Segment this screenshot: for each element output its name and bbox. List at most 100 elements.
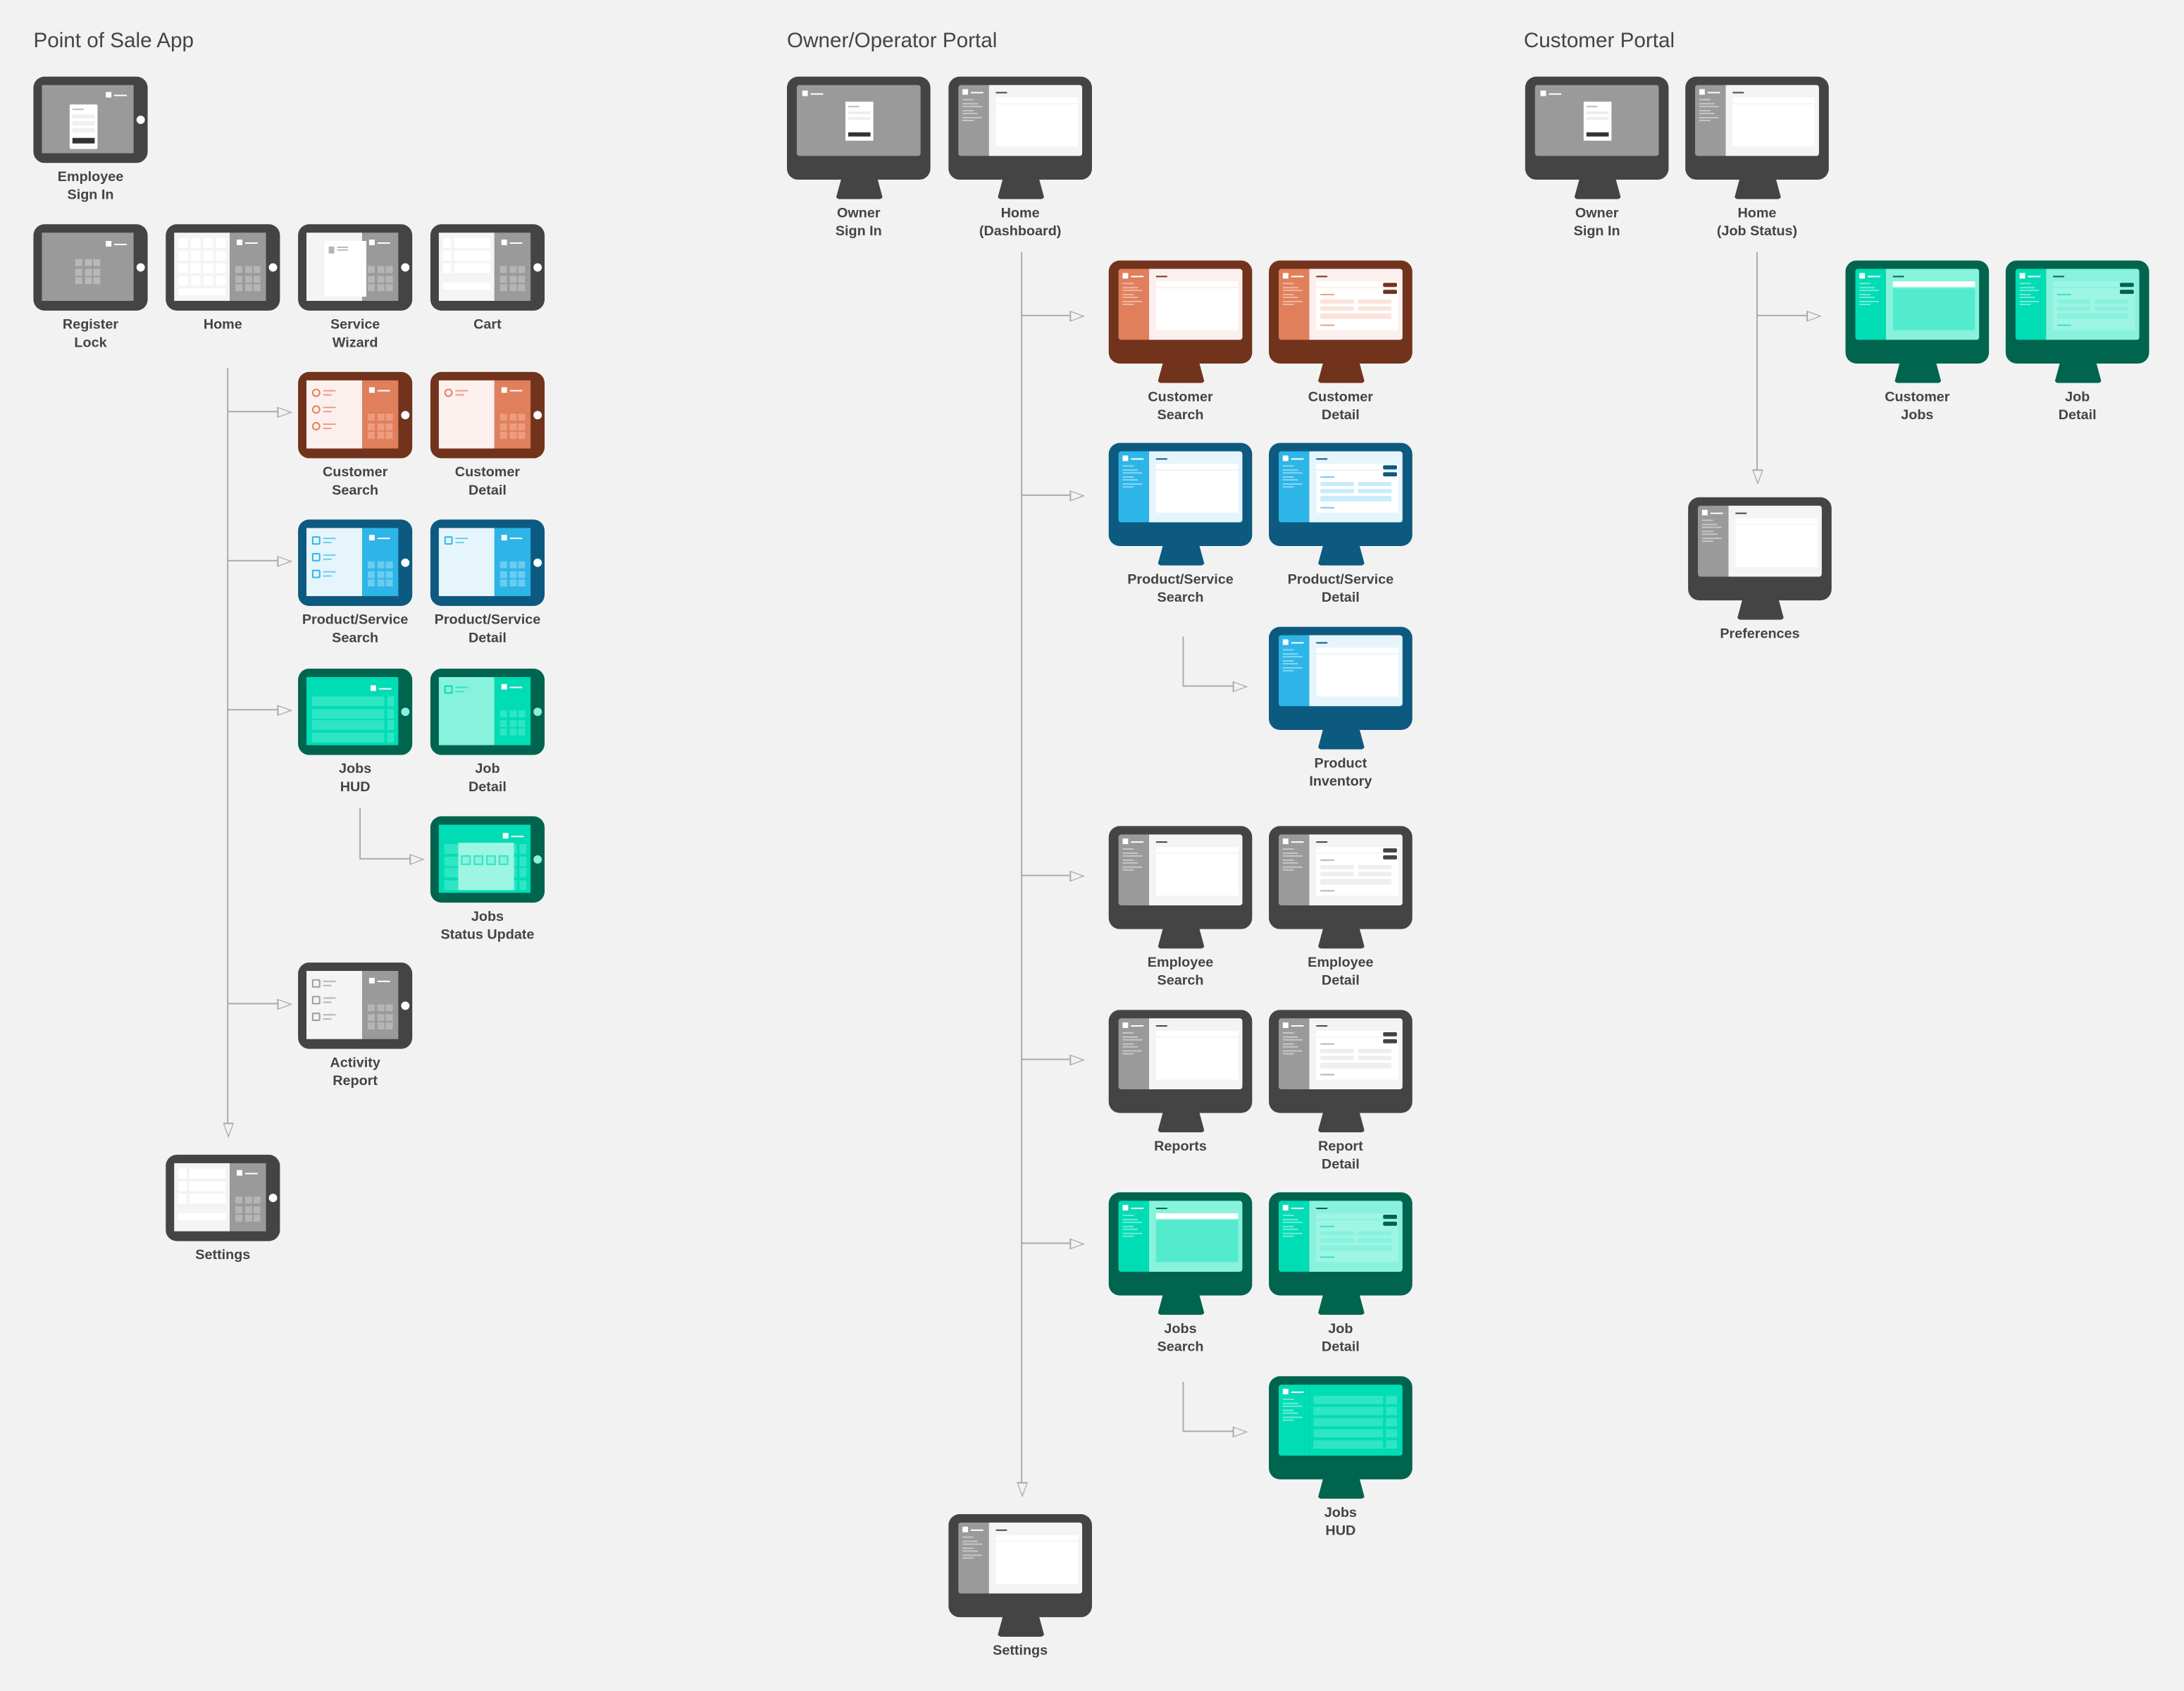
screen-block xyxy=(1320,495,1392,502)
screen-block xyxy=(1278,1201,1310,1272)
screen-block xyxy=(962,1540,978,1542)
screen-block xyxy=(1278,1018,1310,1090)
tablet-icon xyxy=(298,371,413,459)
screen-block xyxy=(1122,848,1134,850)
screen-block xyxy=(442,283,490,290)
connector-line xyxy=(1021,1242,1072,1244)
screen-block xyxy=(244,266,252,273)
screen-block xyxy=(501,387,507,393)
connector-line xyxy=(359,857,411,860)
screen-block xyxy=(203,275,213,286)
screen-block xyxy=(323,410,332,412)
screen-block xyxy=(1320,482,1354,485)
arrow-right-icon xyxy=(1806,309,1822,321)
screen-block xyxy=(244,275,252,283)
screen-block xyxy=(1316,1208,1328,1210)
screen-block xyxy=(368,977,375,984)
screen-block xyxy=(1320,488,1354,493)
screen-thumbnail xyxy=(1118,834,1243,906)
screen-block xyxy=(1320,476,1334,478)
screen-block xyxy=(235,1214,242,1222)
screen-block xyxy=(1699,113,1715,115)
screen-block xyxy=(1320,1074,1334,1076)
screen-block xyxy=(1282,286,1298,288)
screen-block xyxy=(802,90,808,97)
screen-block xyxy=(323,407,336,409)
screen-block xyxy=(1291,641,1304,643)
screen-block xyxy=(1282,1022,1289,1029)
screen-block xyxy=(1358,872,1392,876)
home-button-icon xyxy=(533,411,542,420)
monitor-stand xyxy=(1317,545,1365,566)
screen-block xyxy=(1383,848,1397,852)
screen-block xyxy=(2057,313,2128,319)
screen-block xyxy=(311,731,385,742)
screen-block xyxy=(244,284,252,292)
screen-block xyxy=(1386,1440,1397,1449)
screen-block xyxy=(1282,851,1298,854)
screen-block xyxy=(1278,451,1310,523)
screen-thumbnail xyxy=(1534,85,1659,156)
screen-block xyxy=(1291,1024,1304,1027)
monitor-icon xyxy=(1108,826,1253,951)
screen-block xyxy=(500,710,507,718)
screen-block xyxy=(323,423,336,426)
screen-block xyxy=(995,104,1079,147)
screen-block xyxy=(455,538,469,540)
screen-block xyxy=(1282,1218,1298,1220)
screen-block xyxy=(1710,512,1723,514)
screen-block xyxy=(1383,1039,1397,1043)
screen-block xyxy=(1316,642,1328,644)
screen-block xyxy=(1316,655,1398,697)
screen-block xyxy=(518,570,526,578)
screen-block xyxy=(1701,533,1718,535)
screen-block xyxy=(178,1213,226,1220)
screen-block xyxy=(962,113,978,115)
screen-block xyxy=(1892,288,1975,330)
screen-block xyxy=(2019,303,2031,306)
screen-block xyxy=(1282,483,1303,485)
screen-block xyxy=(376,1004,384,1012)
screen-block xyxy=(1122,851,1138,854)
monitor-icon xyxy=(948,76,1092,202)
screen-block xyxy=(385,1022,393,1030)
tablet-icon xyxy=(298,668,413,755)
screen-block xyxy=(1131,275,1144,277)
screen-block xyxy=(1118,268,1150,340)
screen-block xyxy=(1358,1231,1392,1235)
screen-block xyxy=(1131,457,1144,459)
screen-block xyxy=(1699,106,1719,108)
arrow-right-icon xyxy=(277,555,293,566)
screen-block xyxy=(970,1528,984,1531)
screen-block xyxy=(1155,1037,1239,1080)
screen-block xyxy=(1699,102,1715,104)
monitor-stand xyxy=(1317,1478,1365,1499)
screen-block xyxy=(509,686,523,688)
screen-block xyxy=(367,561,375,569)
screen-block xyxy=(1155,471,1239,513)
arrow-right-icon xyxy=(1232,1425,1248,1437)
screen-block xyxy=(323,1001,332,1003)
screen-block xyxy=(1122,858,1134,861)
screen-block xyxy=(2028,275,2041,277)
arrow-down-icon xyxy=(1751,469,1763,485)
screen-block xyxy=(1383,1213,1397,1218)
screen-block xyxy=(376,266,384,273)
screen-block xyxy=(376,275,384,283)
screen-block xyxy=(509,710,516,718)
connector-line xyxy=(227,367,229,1125)
screen-block xyxy=(93,259,101,266)
screen-block xyxy=(311,422,321,431)
screen-block xyxy=(501,240,507,245)
screen-block xyxy=(1358,865,1392,869)
screen-block xyxy=(1859,286,1875,288)
monitor-stand xyxy=(836,178,883,199)
screen-block xyxy=(1282,1053,1294,1055)
screen-block xyxy=(1282,1408,1294,1411)
screen-block xyxy=(1282,649,1294,651)
screen-block xyxy=(237,1170,242,1176)
screen-block xyxy=(323,426,332,429)
screen-block xyxy=(377,389,390,391)
screen-block xyxy=(995,1529,1007,1532)
screen-block xyxy=(500,423,507,430)
